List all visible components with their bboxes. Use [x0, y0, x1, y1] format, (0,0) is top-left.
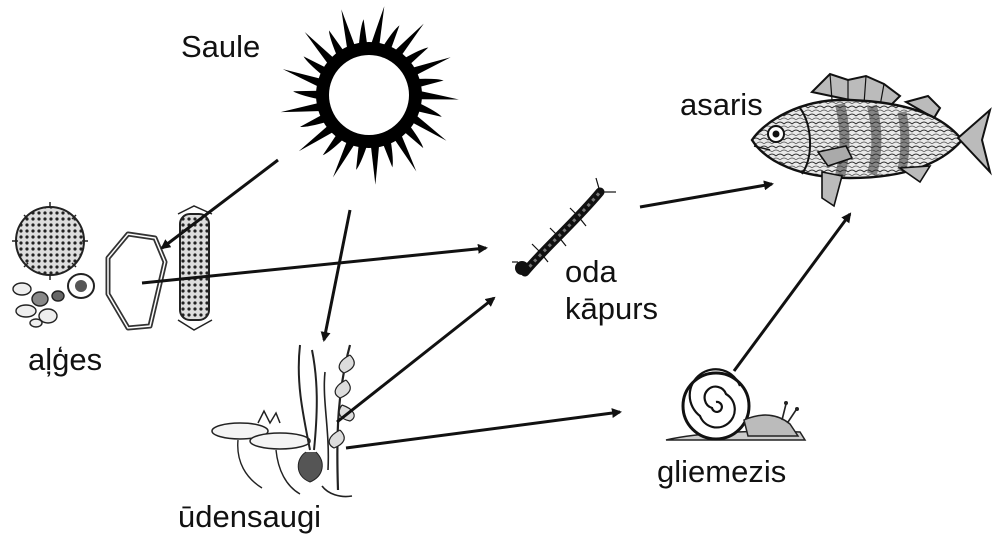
sun-ray — [333, 140, 355, 177]
arrow-larva-to-perch — [640, 184, 772, 207]
label-larva-line2: kāpurs — [565, 292, 658, 327]
sun-icon — [281, 6, 459, 184]
algae-icon — [12, 202, 212, 330]
sun-ray — [419, 91, 459, 100]
sun-ray — [281, 103, 322, 112]
arrow-snail-to-perch — [734, 214, 850, 371]
arrow-plants-to-snail — [346, 412, 620, 448]
sun-ray — [359, 19, 367, 46]
label-larva-line1: oda — [565, 255, 617, 290]
sun-ray — [341, 9, 355, 50]
label-sun: Saule — [181, 30, 260, 65]
label-snail: gliemezis — [657, 455, 786, 490]
sun-ray — [293, 91, 319, 99]
sun-ray — [371, 144, 379, 185]
sun-ray — [371, 6, 385, 46]
arrow-plants-to-larva — [337, 298, 494, 422]
snail-icon — [666, 369, 805, 440]
arrow-sun-to-plants — [324, 210, 350, 340]
label-water-plants: ūdensaugi — [178, 500, 321, 535]
label-perch: asaris — [680, 88, 763, 123]
perch-fish-icon — [752, 74, 990, 206]
arrow-sun-to-algae — [162, 160, 278, 248]
sun-ray — [283, 69, 322, 87]
label-algae: aļģes — [28, 343, 102, 378]
water-plants-icon — [212, 345, 354, 497]
